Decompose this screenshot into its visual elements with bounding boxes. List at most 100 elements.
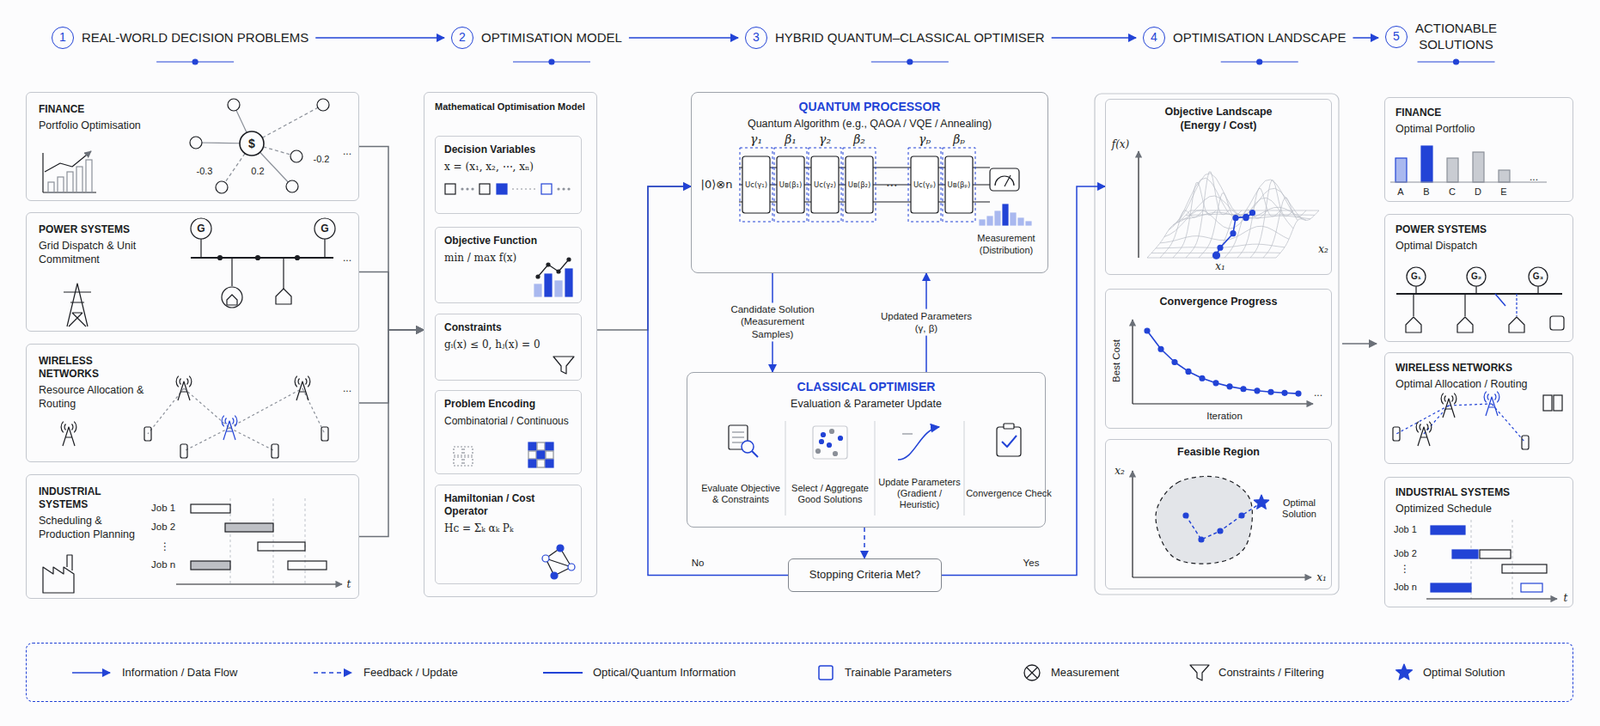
line-stroke [1537, 286, 1539, 294]
device-icon [1543, 395, 1552, 411]
step-number: 4 [1142, 26, 1166, 49]
convergence-point [1213, 380, 1219, 386]
signal-arc [1429, 421, 1432, 434]
phone-icon [321, 427, 329, 441]
gate-box [776, 156, 805, 214]
legend-entry: Measurement [1021, 662, 1119, 684]
line-stroke [1412, 293, 1414, 317]
gate-box [742, 156, 770, 214]
storage-icon [1550, 316, 1564, 330]
legend-entry: Constraints / Filtering [1189, 662, 1325, 684]
encoding-cell [528, 459, 537, 468]
radio-link [1491, 403, 1526, 443]
grid-line [304, 498, 306, 585]
scatter-frame [812, 426, 848, 459]
gate-label: Uʙ(β₁) [779, 180, 803, 190]
signal-arc [1496, 391, 1500, 404]
signal-arc [1452, 396, 1454, 403]
bar-icon [534, 284, 542, 297]
job-label: ⋮ [1399, 562, 1411, 575]
convergence-point [1199, 375, 1205, 381]
histogram-bar [1002, 204, 1008, 226]
descent-step [1230, 231, 1236, 237]
node-body: Evaluation & Parameter Update [697, 397, 1035, 412]
connector [647, 186, 788, 576]
funnel-icon [553, 356, 575, 374]
search-path [1185, 502, 1262, 540]
asset-label: C [1448, 186, 1456, 198]
node-heading: POWER SYSTEMS [38, 223, 142, 237]
axis [1131, 470, 1133, 578]
signal-arc [72, 424, 74, 431]
gantt-bar [1479, 549, 1511, 559]
generator-symbol [1406, 267, 1426, 287]
bar-icon [76, 166, 83, 193]
signal-arc [234, 415, 238, 428]
legend-text: Optimal Solution [1422, 665, 1505, 679]
convergence-point [1282, 390, 1288, 396]
step-title: REAL-WORLD DECISION PROBLEMS [81, 30, 309, 47]
legend-entry: Optimal Solution [1393, 662, 1505, 684]
generator-symbol [314, 218, 336, 239]
layer-frame [942, 147, 976, 222]
bar-icon [85, 159, 92, 193]
gantt-bar [1430, 583, 1472, 593]
legend-text: Information / Data Flow [122, 665, 238, 679]
load-symbol [221, 287, 243, 308]
axis-label: t [347, 578, 352, 591]
trend-line [537, 259, 569, 277]
house-icon [1457, 317, 1473, 333]
circle-mark [567, 257, 571, 262]
update-curve [897, 427, 940, 460]
convergence-point [1295, 390, 1301, 397]
step-number: 5 [1385, 25, 1408, 49]
step-label: Update Parameters (Gradient / Heuristic) [876, 476, 963, 512]
circle-mark [466, 188, 469, 190]
node-heading: Objective Function [444, 234, 573, 248]
generator-label: G₁ [1410, 271, 1422, 282]
surface-mesh [1211, 210, 1255, 258]
step-title: OPTIMISATION MODEL [481, 30, 623, 47]
weight-label: -0.2 [313, 153, 330, 165]
node-body: x = (x₁, x₂, ⋯, xₙ) [444, 160, 573, 174]
legend-line [543, 671, 583, 674]
line-stroke [282, 257, 284, 289]
surface-mesh [1160, 210, 1204, 258]
allocation-bar [1498, 170, 1510, 183]
solution-card: FINANCEOptimal Portfolio [1384, 97, 1574, 202]
node-body: Grid Dispatch & Unit Commitment [38, 239, 142, 267]
weight-label: -0.3 [196, 165, 214, 178]
search-step [1217, 528, 1223, 534]
axis [1131, 319, 1133, 404]
legend-sample [541, 662, 585, 684]
magnifier-icon [741, 440, 754, 453]
encoding-cell [464, 446, 473, 456]
signal-arc [1416, 421, 1419, 434]
trainable-parameter [541, 183, 552, 195]
surface-mesh [1198, 193, 1242, 258]
node-heading: Feasible Region [1111, 445, 1326, 460]
node-heading: Constraints [444, 321, 573, 335]
solution-card: WIRELESS NETWORKSOptimal Allocation / Ro… [1384, 352, 1574, 465]
convergence-point [1227, 384, 1233, 390]
job-label: ⋮ [159, 540, 171, 553]
phone-icon [1521, 435, 1529, 450]
layer-frame [808, 147, 842, 222]
signal-arc [1453, 393, 1457, 405]
header-dot [549, 59, 555, 65]
axis-label: f(x) [1111, 138, 1130, 151]
node-heading: Problem Encoding [444, 397, 573, 411]
job-label: Job n [1393, 581, 1417, 593]
line-stroke [902, 433, 913, 434]
asset-label: B [1422, 186, 1430, 198]
encoding-cell [537, 442, 545, 451]
histogram-bar [987, 216, 993, 226]
generator-symbol [190, 218, 212, 239]
convergence-point [1254, 388, 1260, 394]
signal-arc [73, 421, 77, 434]
connector [359, 329, 424, 538]
node-body: Portfolio Optimisation [38, 119, 168, 134]
signal-arc [1487, 394, 1489, 401]
problem-card: INDUSTRIAL SYSTEMSScheduling & Productio… [25, 474, 360, 599]
connector [597, 186, 691, 330]
